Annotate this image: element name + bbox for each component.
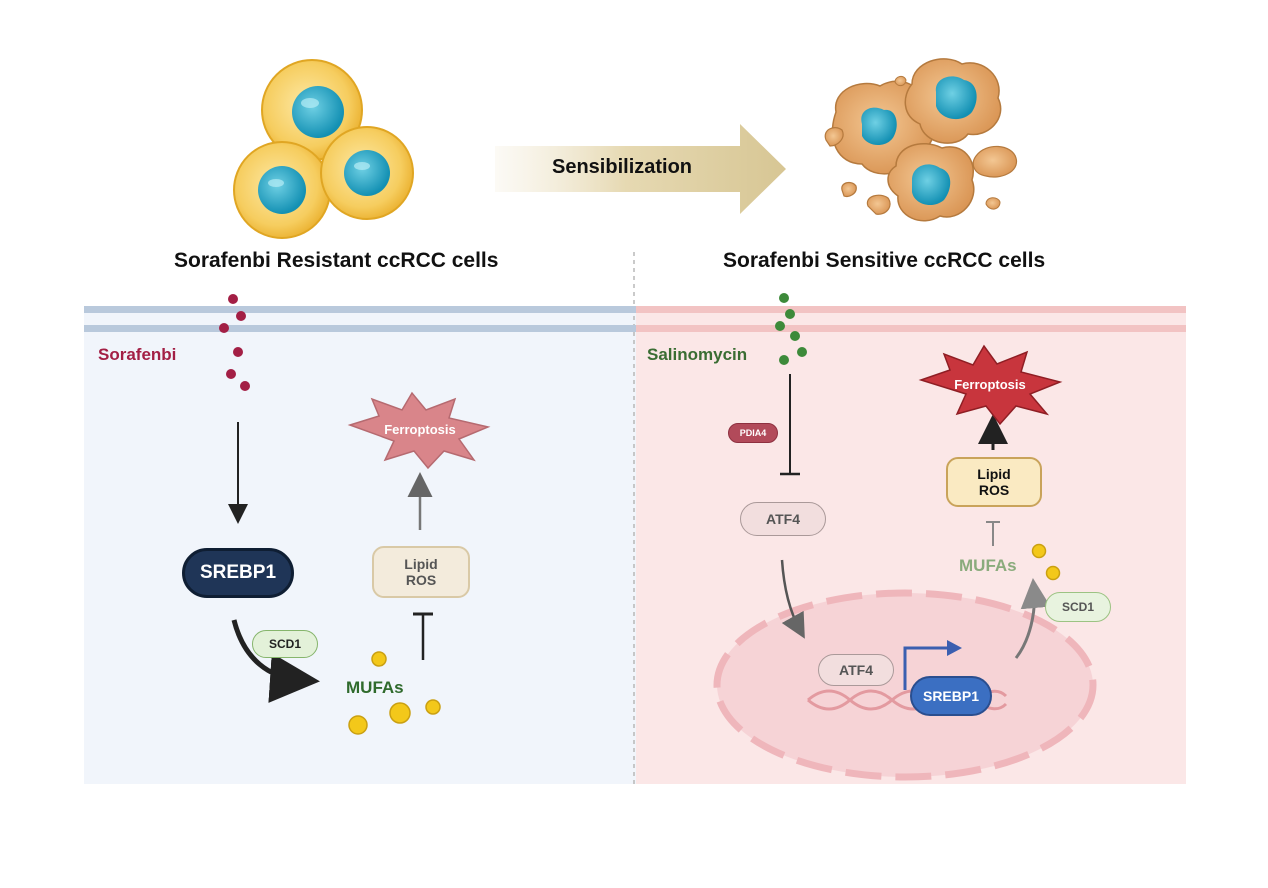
lipid-ros-node-right: Lipid ROS xyxy=(946,457,1042,507)
ferroptosis-label-right: Ferroptosis xyxy=(954,377,1026,392)
resistant-cells-illustration xyxy=(233,59,414,239)
sorafenbi-label: Sorafenbi xyxy=(98,345,177,364)
srebp1-to-mufas-arrow xyxy=(231,619,320,703)
ros-label-left: ROS xyxy=(405,572,437,588)
lipid-label-right: Lipid xyxy=(977,466,1011,482)
transcription-arrow-icon xyxy=(903,646,950,690)
ros-label-right: ROS xyxy=(978,482,1010,498)
left-panel xyxy=(84,306,636,784)
left-membrane xyxy=(84,306,636,332)
lipid-ros-node-left: Lipid ROS xyxy=(372,546,470,598)
mufas-label-right: MUFAs xyxy=(959,556,1017,575)
mufas-label-left: MUFAs xyxy=(346,678,404,697)
atf4-node-top: ATF4 xyxy=(740,502,826,536)
srebp1-node-right: SREBP1 xyxy=(910,676,992,716)
ferroptosis-label-left: Ferroptosis xyxy=(384,422,456,437)
atf4-to-nucleus-arrow xyxy=(780,559,805,639)
atf4-node-nucleus: ATF4 xyxy=(818,654,894,686)
sensitive-cells-illustration xyxy=(824,58,1018,222)
sensibilization-arrow xyxy=(495,124,786,214)
sensibilization-label: Sensibilization xyxy=(552,156,693,178)
left-title: Sorafenbi Resistant ccRCC cells xyxy=(174,249,499,272)
salinomycin-dots xyxy=(775,293,807,365)
right-membrane xyxy=(636,306,1186,332)
srebp1-node-left: SREBP1 xyxy=(182,548,294,598)
nucleus-to-mufas-arrow xyxy=(1014,578,1051,659)
scd1-node-left: SCD1 xyxy=(252,630,318,658)
salinomycin-label: Salinomycin xyxy=(647,345,748,364)
ferroptosis-burst-left xyxy=(347,391,491,470)
mufa-dots-right xyxy=(1031,543,1061,581)
scd1-node-right: SCD1 xyxy=(1045,592,1111,622)
right-title: Sorafenbi Sensitive ccRCC cells xyxy=(723,249,1046,272)
sorafenbi-dots xyxy=(219,294,250,391)
pdia4-node: PDIA4 xyxy=(728,423,778,443)
ferroptosis-burst-right xyxy=(918,344,1063,426)
mufa-dots-left xyxy=(348,651,441,735)
lipid-label-left: Lipid xyxy=(404,556,438,572)
